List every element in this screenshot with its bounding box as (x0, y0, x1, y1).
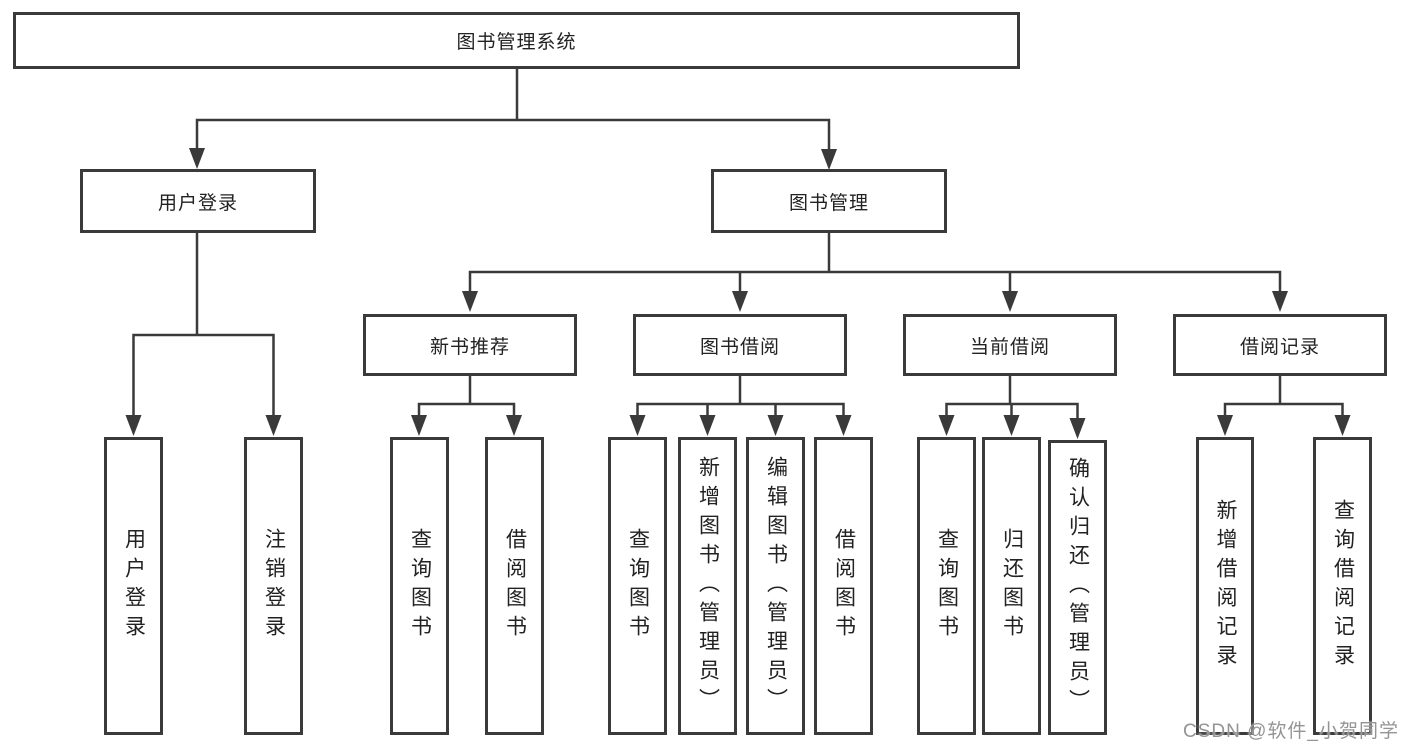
connector-user-login (132, 232, 275, 417)
connector-new-book-recommend (417, 376, 516, 417)
node-label: 当前借阅 (969, 336, 1050, 358)
watermark-text: CSDN @软件_小贺同学 (1183, 721, 1399, 742)
leaf-label: 查询图书 (408, 528, 432, 644)
leaf-logout-login: 注销登录 (244, 437, 303, 735)
connector-root (195, 68, 831, 151)
leaf-label: 借阅图书 (832, 528, 856, 644)
arrowhead (125, 415, 142, 436)
node-current-borrow: 当前借阅 (903, 314, 1117, 376)
arrowhead (629, 415, 646, 436)
leaf-label: 用户登录 (122, 528, 146, 644)
node-label: 图书借阅 (699, 336, 780, 358)
node-label: 新书推荐 (429, 336, 510, 358)
arrowhead (1217, 415, 1233, 436)
arrowhead (732, 291, 748, 312)
leaf-label: 归还图书 (1000, 528, 1024, 644)
leaf-label: 查询图书 (935, 528, 959, 644)
arrowhead (1334, 415, 1351, 436)
leaf-label: 借阅图书 (503, 528, 527, 644)
leaf-label: 新增借阅记录 (1214, 499, 1237, 673)
leaf-borrow-books: 借阅图书 (814, 437, 873, 735)
arrowhead (821, 149, 837, 170)
connector-book-borrow (636, 376, 845, 417)
leaf-edit-books-admin: 编辑图书（管理员） (746, 437, 805, 735)
arrowhead (462, 291, 478, 312)
arrowhead (767, 415, 784, 436)
leaf-add-borrow-record: 新增借阅记录 (1196, 437, 1254, 735)
connector-borrow-records (1223, 376, 1344, 417)
leaf-label: 查询借阅记录 (1331, 499, 1355, 673)
leaf-return-books: 归还图书 (982, 437, 1041, 735)
arrowhead (411, 415, 427, 436)
connector-current-borrow (945, 376, 1079, 420)
leaf-query-books-borrow: 查询图书 (608, 437, 667, 735)
node-label: 借阅记录 (1239, 336, 1320, 358)
node-borrow-records: 借阅记录 (1173, 314, 1387, 376)
node-user-login: 用户登录 (80, 169, 316, 233)
arrowheads (125, 148, 1351, 439)
node-book-management: 图书管理 (711, 169, 947, 233)
arrowhead (938, 415, 955, 436)
node-label: 图书管理 (788, 192, 869, 214)
leaf-label: 确认归还（管理员） (1066, 457, 1090, 718)
connector-book-management (468, 232, 1282, 293)
arrowhead (1272, 291, 1288, 312)
leaf-query-books-current: 查询图书 (917, 437, 976, 735)
arrowhead (1002, 291, 1018, 312)
leaf-label: 编辑图书（管理员） (764, 455, 788, 717)
node-library-system: 图书管理系统 (13, 12, 1020, 69)
leaf-user-login: 用户登录 (104, 437, 163, 735)
node-label: 用户登录 (157, 192, 238, 214)
node-book-borrow: 图书借阅 (633, 314, 847, 376)
leaf-borrow-books-recommend: 借阅图书 (485, 437, 544, 735)
arrowhead (506, 415, 522, 436)
leaf-query-books-recommend: 查询图书 (390, 437, 449, 735)
leaf-confirm-return-admin: 确认归还（管理员） (1048, 440, 1107, 735)
arrowhead (1069, 418, 1086, 439)
leaf-query-borrow-record: 查询借阅记录 (1313, 437, 1372, 735)
leaf-label: 查询图书 (626, 528, 650, 644)
arrowhead (189, 148, 205, 169)
leaf-label: 新增图书（管理员） (696, 455, 720, 717)
leaf-add-books-admin: 新增图书（管理员） (678, 437, 737, 735)
arrowhead (699, 415, 716, 436)
arrowhead (835, 415, 852, 436)
node-new-book-recommend: 新书推荐 (363, 314, 577, 376)
leaf-label: 注销登录 (262, 528, 286, 644)
node-label: 图书管理系统 (456, 32, 577, 53)
arrowhead (265, 415, 282, 436)
arrowhead (1003, 415, 1020, 436)
